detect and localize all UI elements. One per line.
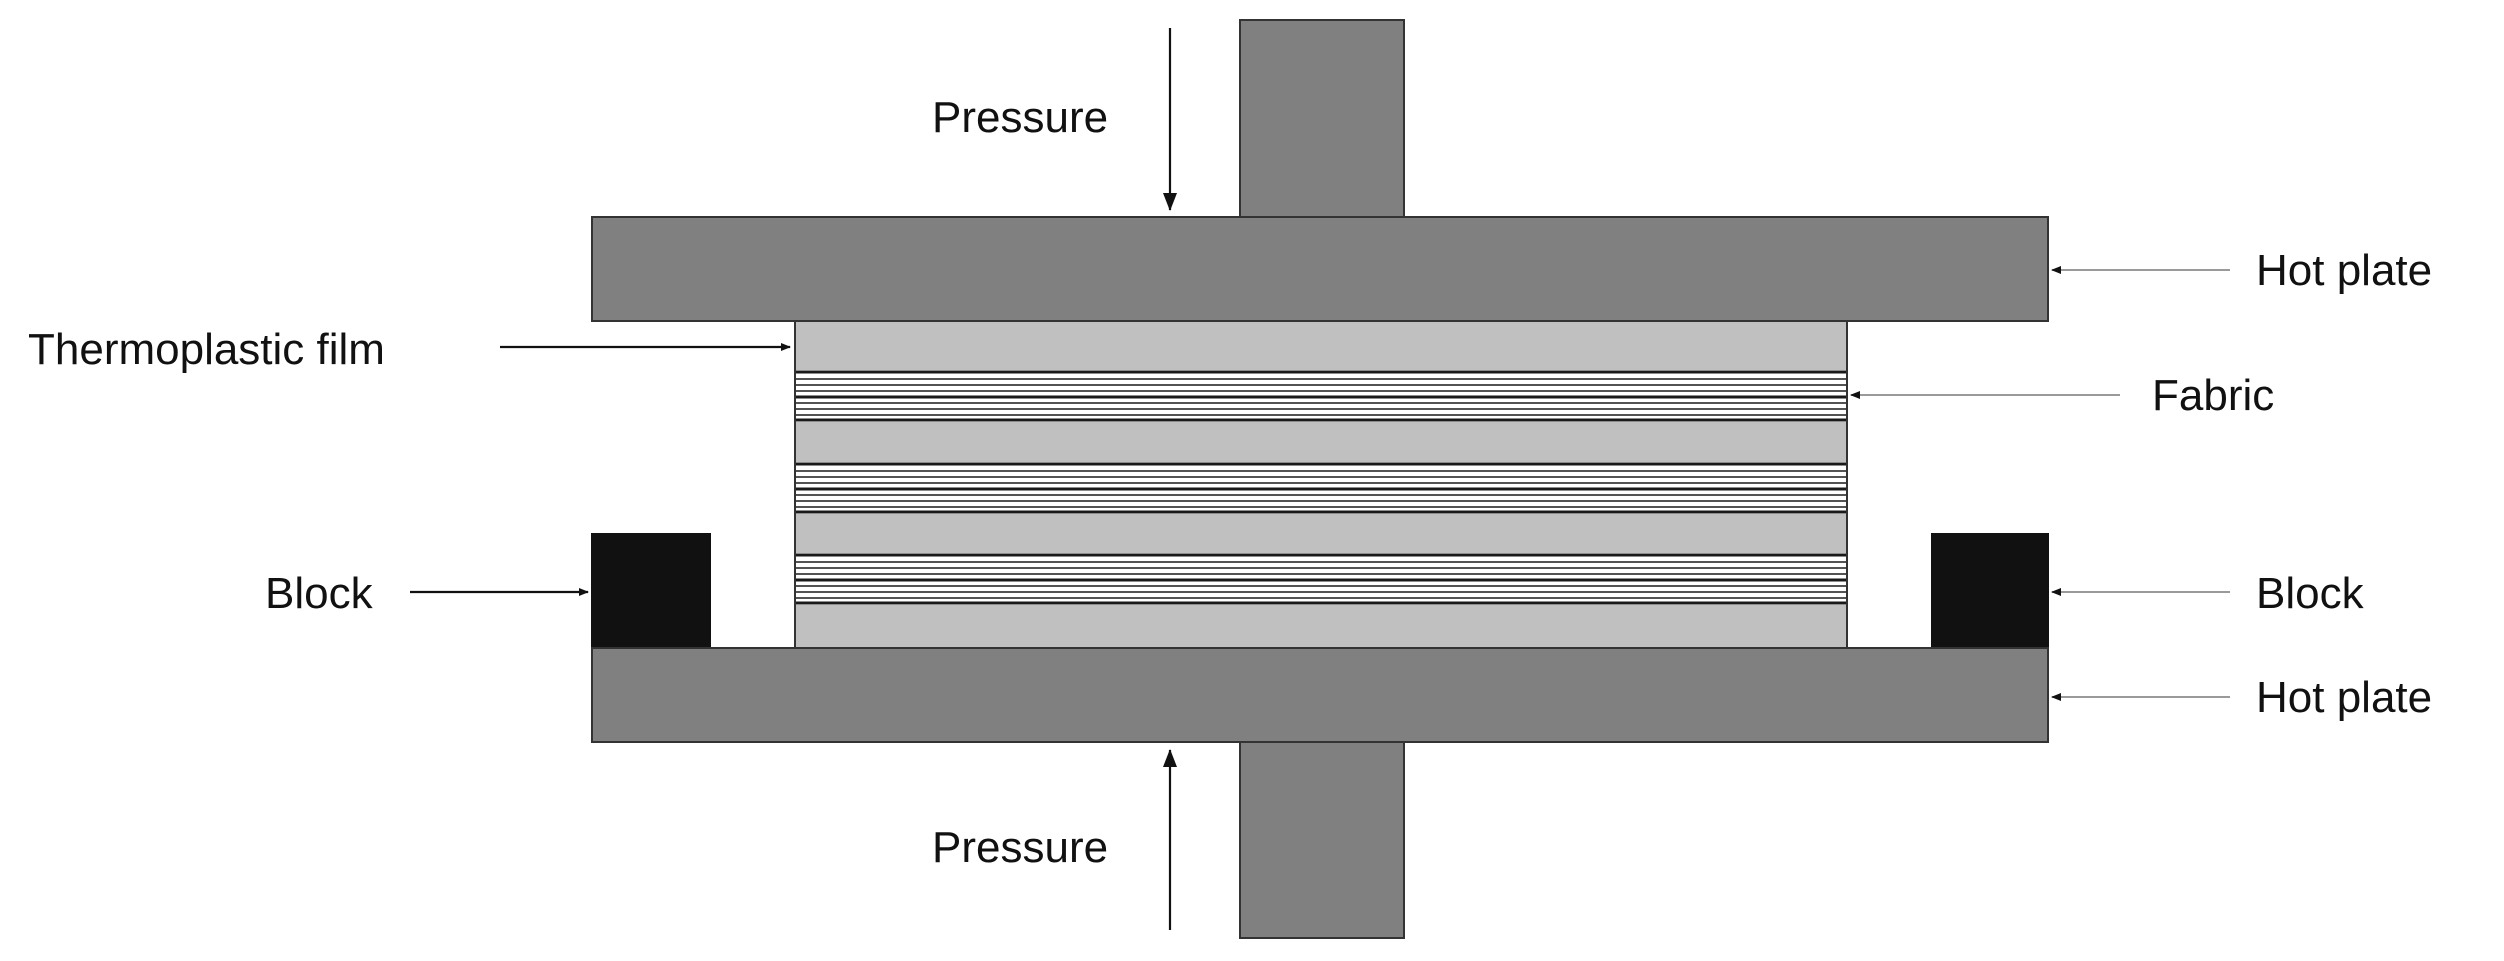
pressure-bottom-label: Pressure <box>932 823 1108 872</box>
block-left-label: Block <box>265 569 374 618</box>
top-ram <box>1239 19 1405 218</box>
bottom-hot-plate <box>591 647 2049 743</box>
block-left <box>591 533 711 649</box>
thermoplastic-film-label: Thermoplastic film <box>28 325 385 374</box>
hot-plate-bottom-label: Hot plate <box>2256 673 2432 722</box>
bottom-ram <box>1239 741 1405 939</box>
block-right-label: Block <box>2256 569 2365 618</box>
pressure-top-label: Pressure <box>932 93 1108 142</box>
block-right <box>1931 533 2049 649</box>
fabric-layers <box>796 370 1846 605</box>
fabric-label: Fabric <box>2152 371 2274 420</box>
top-hot-plate <box>591 216 2049 322</box>
hot-plate-top-label: Hot plate <box>2256 246 2432 295</box>
